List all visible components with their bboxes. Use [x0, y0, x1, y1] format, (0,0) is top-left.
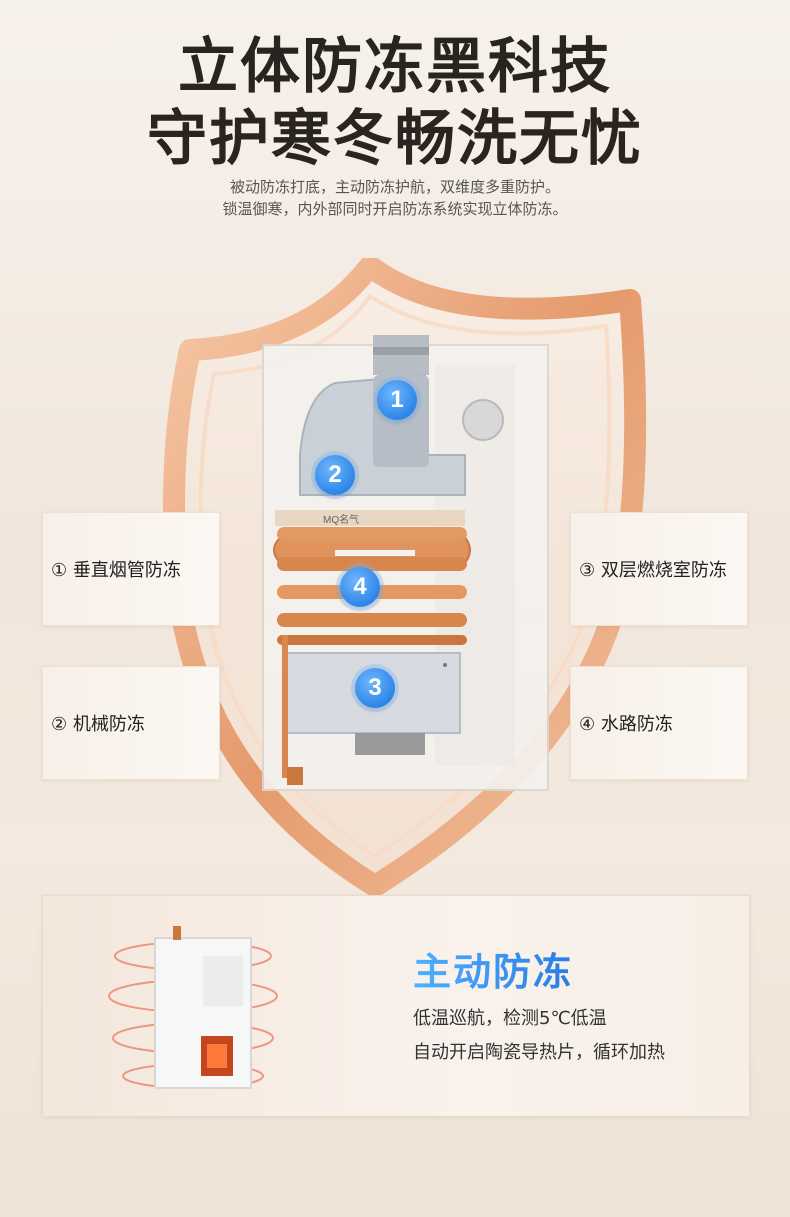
active-desc-line1: 低温巡航，检测5℃低温 [413, 1008, 607, 1029]
badge-1: 1 [377, 380, 417, 420]
headline-line2: 守护寒冬畅洗无忧 [147, 104, 643, 174]
water-heater-illustration: MQ名气 [262, 335, 549, 791]
feature-card-double-chamber: ③ 双层燃烧室防冻 [570, 512, 748, 626]
feature-label: 垂直烟管防冻 [72, 560, 181, 581]
feature-label: 水路防冻 [600, 714, 673, 735]
product-logo-text: MQ名气 [323, 513, 359, 526]
active-title: 主动防冻 [413, 941, 573, 996]
feature-num: ③ [579, 560, 596, 581]
active-antifreeze-card: 主动防冻 低温巡航，检测5℃低温 自动开启陶瓷导热片，循环加热 [42, 895, 750, 1117]
feature-card-mechanical: ② 机械防冻 [42, 666, 220, 780]
feature-num: ④ [579, 714, 596, 735]
feature-card-vertical-flue: ① 垂直烟管防冻 [42, 512, 220, 626]
feature-card-waterway: ④ 水路防冻 [570, 666, 748, 780]
feature-num: ② [51, 714, 68, 735]
feature-num: ① [51, 560, 68, 581]
feature-label: 双层燃烧室防冻 [600, 560, 727, 581]
badge-3: 3 [355, 668, 395, 708]
headline-line1: 立体防冻黑科技 [178, 32, 612, 102]
heated-heater-icon [108, 926, 278, 1089]
subtitle-line1: 被动防冻打底，主动防冻护航，双维度多重防护。 [229, 178, 560, 196]
active-desc-line2: 自动开启陶瓷导热片，循环加热 [413, 1042, 665, 1063]
subtitle-line2: 锁温御寒，内外部同时开启防冻系统实现立体防冻。 [222, 200, 568, 218]
badge-2: 2 [315, 455, 355, 495]
feature-label: 机械防冻 [72, 714, 145, 735]
badge-4: 4 [340, 567, 380, 607]
